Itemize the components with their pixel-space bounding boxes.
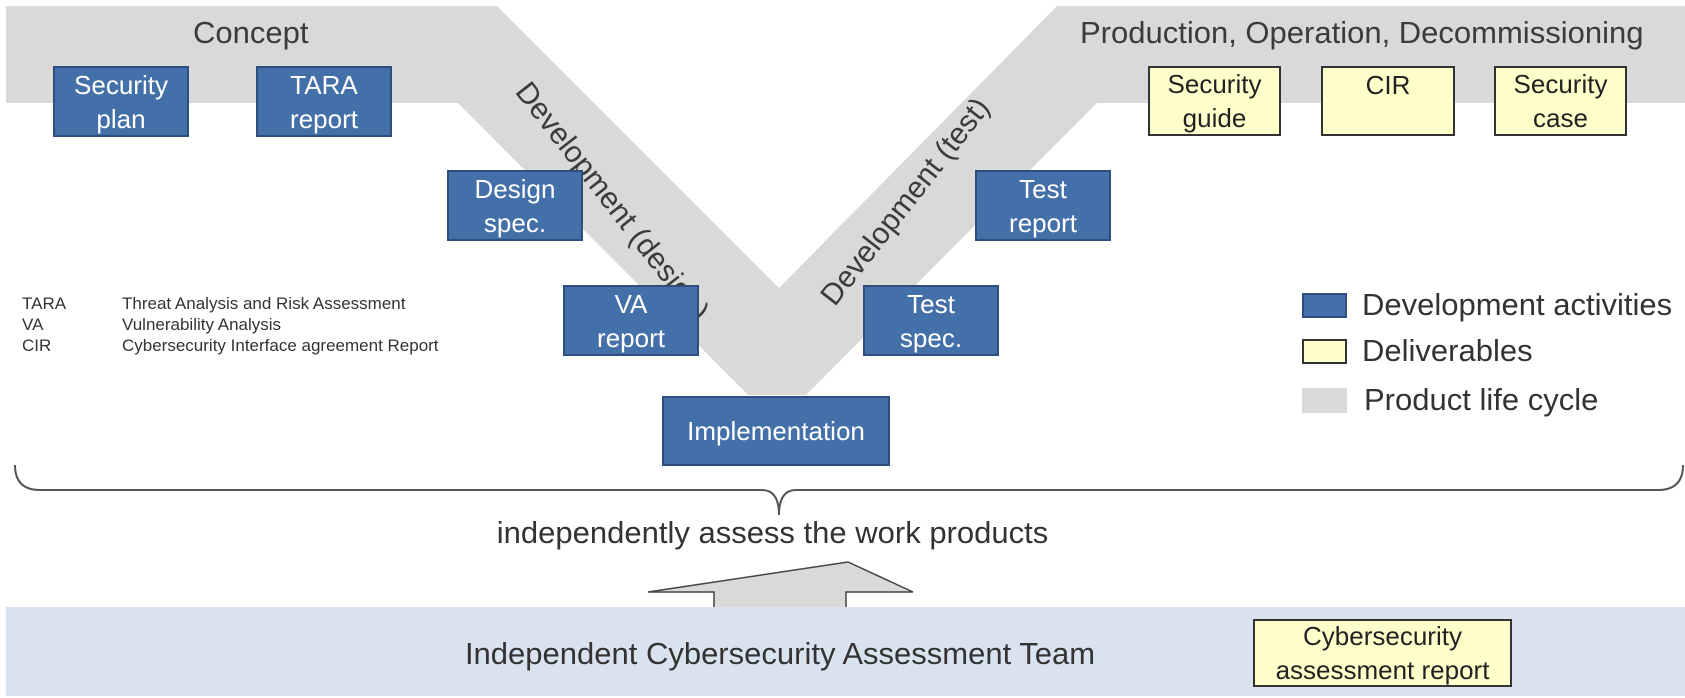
legend-item-development: Development activities — [1302, 287, 1672, 323]
abbreviation-term: CIR — [22, 336, 52, 355]
legend-label-deliverables: Deliverables — [1362, 333, 1533, 368]
box-test-report: Test report — [975, 170, 1111, 241]
legend-label-development: Development activities — [1362, 287, 1673, 322]
box-tara-report: TARA report — [256, 66, 392, 137]
abbreviation-row: VA Vulnerability Analysis — [22, 314, 439, 335]
legend-item-lifecycle: Product life cycle — [1302, 382, 1598, 418]
box-design-spec: Design spec. — [447, 170, 583, 241]
abbreviation-term: VA — [22, 315, 44, 334]
legend-label-lifecycle: Product life cycle — [1364, 382, 1599, 417]
phase-production: Production, Operation, Decommissioning — [1080, 15, 1644, 50]
legend-swatch-deliverables — [1302, 338, 1347, 364]
box-security-case: Security case — [1494, 66, 1627, 136]
box-implementation: Implementation — [662, 396, 890, 466]
abbreviation-meaning: Threat Analysis and Risk Assessment — [122, 294, 406, 313]
assessment-caption: independently assess the work products — [496, 515, 1049, 550]
assessment-team-label: Independent Cybersecurity Assessment Tea… — [464, 636, 1096, 671]
box-security-guide: Security guide — [1148, 66, 1281, 136]
abbreviation-row: TARA Threat Analysis and Risk Assessment — [22, 293, 439, 314]
box-va-report: VA report — [563, 285, 699, 356]
phase-concept: Concept — [193, 15, 309, 50]
legend-swatch-lifecycle — [1302, 387, 1347, 413]
abbreviation-row: CIR Cybersecurity Interface agreement Re… — [22, 335, 439, 356]
abbreviation-term: TARA — [22, 294, 67, 313]
abbreviation-meaning: Vulnerability Analysis — [122, 315, 282, 334]
box-cybersecurity-assessment-report: Cybersecurity assessment report — [1253, 619, 1512, 687]
lifecycle-band — [6, 6, 1685, 395]
legend-swatch-development — [1302, 292, 1347, 318]
box-security-plan: Security plan — [53, 66, 189, 137]
box-cir: CIR — [1321, 66, 1455, 136]
box-test-spec: Test spec. — [863, 285, 999, 356]
abbreviation-meaning: Cybersecurity Interface agreement Report — [122, 336, 439, 355]
assessment-brace — [14, 464, 1684, 516]
abbreviation-list: TARA Threat Analysis and Risk Assessment… — [22, 293, 439, 356]
legend-item-deliverables: Deliverables — [1302, 333, 1533, 369]
